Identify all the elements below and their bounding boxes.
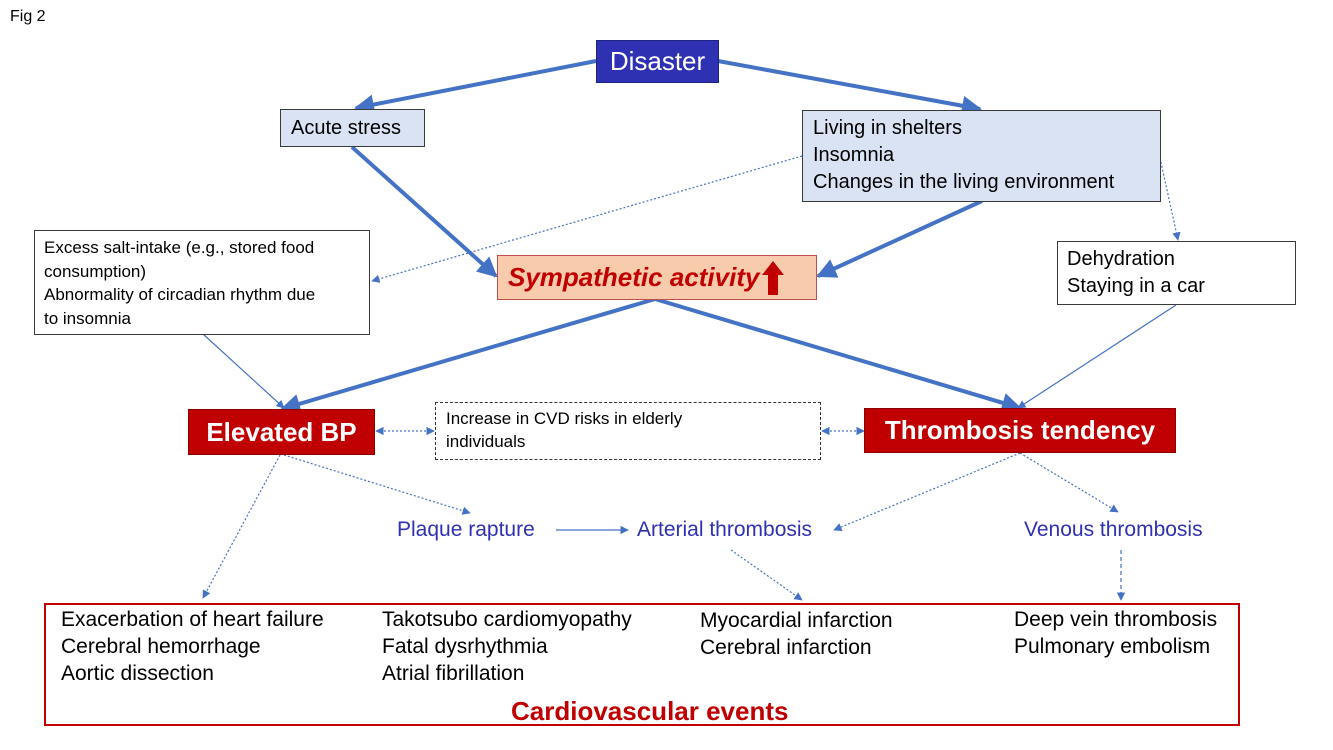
events-column-2: Takotsubo cardiomyopathy Fatal dysrhythm… (382, 606, 632, 687)
arrow-disaster-to-shelters (717, 59, 982, 116)
figure-label: Fig 2 (10, 8, 46, 25)
event-item: Atrial fibrillation (382, 662, 525, 685)
plaque-rapture-label: Plaque rapture (397, 518, 535, 541)
elevated-bp-box: Elevated BP (188, 409, 375, 455)
up-arrow-icon (762, 260, 785, 295)
arrow-shelters-to-sympathetic (816, 199, 983, 278)
dehydration-line-1: Dehydration (1067, 248, 1175, 270)
sympathetic-activity-box: Sympathetic activity (497, 255, 817, 300)
acute-stress-label: Acute stress (291, 117, 402, 139)
acute-stress-box: Acute stress (280, 109, 425, 147)
event-item: Aortic dissection (61, 662, 214, 685)
arrow-sympathetic-to-thrombosis (654, 297, 1022, 413)
cardiovascular-events-box (44, 603, 1240, 726)
event-item: Cerebral hemorrhage (61, 635, 261, 658)
event-item: Cerebral infarction (700, 636, 872, 659)
dehydration-line-2: Staying in a car (1067, 275, 1205, 297)
event-item: Pulmonary embolism (1014, 635, 1211, 658)
arrow-thrombosis-to-venous (1019, 452, 1119, 513)
arrow-thrombosis-to-arterial (833, 452, 1021, 531)
salt-line-3: Abnormality of circadian rhythm due (44, 285, 316, 304)
thrombosis-tendency-box: Thrombosis tendency (864, 408, 1176, 453)
event-item: Fatal dysrhythmia (382, 635, 548, 658)
shelter-factor-3: Changes in the living environment (813, 171, 1115, 193)
salt-line-4: to insomnia (44, 308, 131, 328)
arrow-salt-to-elevated-bp (202, 333, 285, 409)
events-column-1: Exacerbation of heart failure Cerebral h… (61, 606, 324, 687)
venous-thrombosis-label: Venous thrombosis (1024, 518, 1203, 541)
events-column-4: Deep vein thrombosis Pulmonary embolism (1014, 606, 1217, 660)
arrow-arterial-to-events (730, 549, 803, 601)
sympathetic-activity-label: Sympathetic activity (508, 262, 760, 292)
event-item: Takotsubo cardiomyopathy (382, 608, 632, 631)
arterial-thrombosis-label: Arterial thrombosis (637, 518, 813, 541)
shelter-factor-2: Insomnia (813, 144, 895, 166)
events-column-3: Myocardial infarction Cerebral infarctio… (700, 607, 893, 661)
elevated-bp-label: Elevated BP (206, 416, 357, 447)
arrow-disaster-to-acute-stress (354, 59, 597, 115)
cvd-line-2: individuals (446, 432, 526, 451)
dehydration-box: Dehydration Staying in a car (1057, 241, 1296, 305)
disaster-box: Disaster (596, 40, 719, 83)
shelter-factors-box: Living in shelters Insomnia Changes in t… (802, 110, 1161, 202)
cvd-risk-box: Increase in CVD risks in elderly individ… (435, 402, 821, 460)
event-item: Myocardial infarction (700, 609, 893, 632)
thrombosis-tendency-label: Thrombosis tendency (884, 415, 1156, 445)
arrow-shelters-to-salt (371, 155, 803, 283)
salt-line-1: Excess salt-intake (e.g., stored food (44, 238, 315, 257)
arrow-bp-to-events (202, 454, 281, 599)
arrow-acute-stress-to-sympathetic (350, 145, 498, 278)
event-item: Exacerbation of heart failure (61, 608, 324, 631)
cvd-line-1: Increase in CVD risks in elderly (446, 409, 683, 428)
arrow-shelters-to-dehydration (1159, 157, 1181, 241)
arrow-dehydration-to-thrombosis (1017, 304, 1177, 409)
event-item: Deep vein thrombosis (1014, 608, 1218, 631)
shelter-factor-1: Living in shelters (813, 117, 962, 139)
arrow-sympathetic-to-elevated-bp (280, 297, 656, 414)
cardiovascular-events-title: Cardiovascular events (511, 696, 789, 726)
salt-line-2: consumption) (44, 261, 147, 281)
disaster-label: Disaster (609, 46, 706, 76)
arrow-bp-to-plaque (283, 454, 471, 515)
salt-intake-box: Excess salt-intake (e.g., stored food co… (34, 230, 370, 335)
